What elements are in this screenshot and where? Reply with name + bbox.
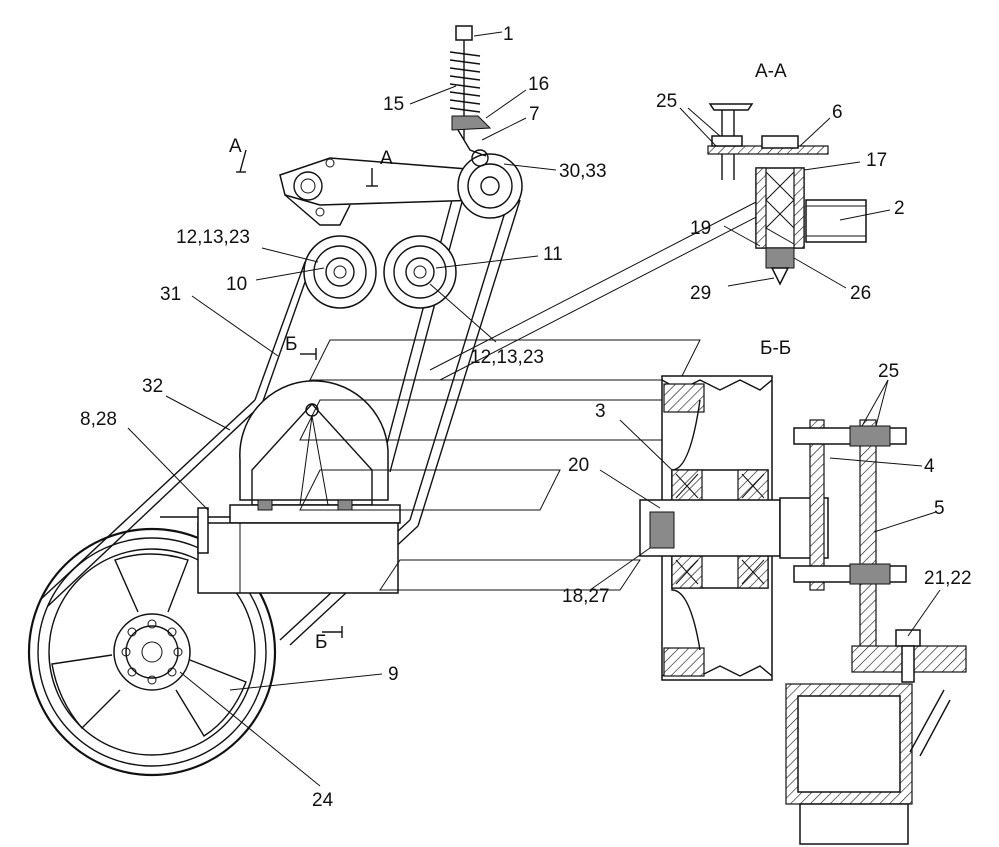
- part-label-30-33: 30,33: [559, 161, 607, 182]
- section-marker-a-left: А: [229, 136, 242, 157]
- part-label-18-27: 18,27: [562, 586, 610, 607]
- leader-lines: [127, 31, 941, 787]
- section-marker-b-bottom: Б: [315, 632, 327, 653]
- idler-pulley-top: [457, 149, 523, 219]
- part-label-5: 5: [934, 498, 945, 519]
- spring-assembly: [449, 25, 492, 157]
- part-label-24: 24: [312, 790, 334, 811]
- section-marker-b-top: Б: [285, 334, 297, 355]
- part-label-25-bb: 25: [878, 361, 899, 382]
- part-label-26: 26: [850, 283, 871, 304]
- part-label-2: 2: [894, 198, 905, 219]
- section-bb-view: [639, 375, 967, 845]
- part-label-8-28: 8,28: [80, 409, 117, 430]
- part-label-32: 32: [142, 376, 163, 397]
- section-title-bb: Б-Б: [760, 338, 791, 359]
- part-label-10: 10: [226, 274, 247, 295]
- part-label-16: 16: [528, 74, 549, 95]
- section-title-aa: А-А: [755, 61, 787, 82]
- part-label-4: 4: [924, 456, 935, 477]
- section-aa-view: [707, 103, 867, 286]
- section-mark-a: [236, 149, 378, 187]
- part-label-6: 6: [832, 102, 843, 123]
- part-label-21-22: 21,22: [924, 568, 972, 589]
- part-label-12-13-23-top: 12,13,23: [176, 227, 250, 248]
- part-label-3: 3: [595, 401, 606, 422]
- part-label-12-13-23-bottom: 12,13,23: [470, 347, 544, 368]
- part-label-11: 11: [543, 244, 563, 265]
- section-marker-a-right: А: [380, 148, 393, 169]
- part-label-31: 31: [160, 284, 181, 305]
- part-label-29: 29: [690, 283, 711, 304]
- roller-11: [383, 235, 457, 309]
- part-label-7: 7: [529, 104, 540, 125]
- part-label-19: 19: [690, 218, 711, 239]
- drive-pulley-bracket: [160, 380, 401, 594]
- part-label-25-aa: 25: [656, 91, 677, 112]
- section-mark-b: [300, 348, 343, 638]
- large-pulley-9: [27, 527, 277, 777]
- part-label-15: 15: [383, 94, 404, 115]
- part-label-1: 1: [503, 24, 514, 45]
- part-label-20: 20: [568, 455, 589, 476]
- roller-10: [303, 235, 377, 309]
- part-label-17: 17: [866, 150, 887, 171]
- part-label-9: 9: [388, 664, 399, 685]
